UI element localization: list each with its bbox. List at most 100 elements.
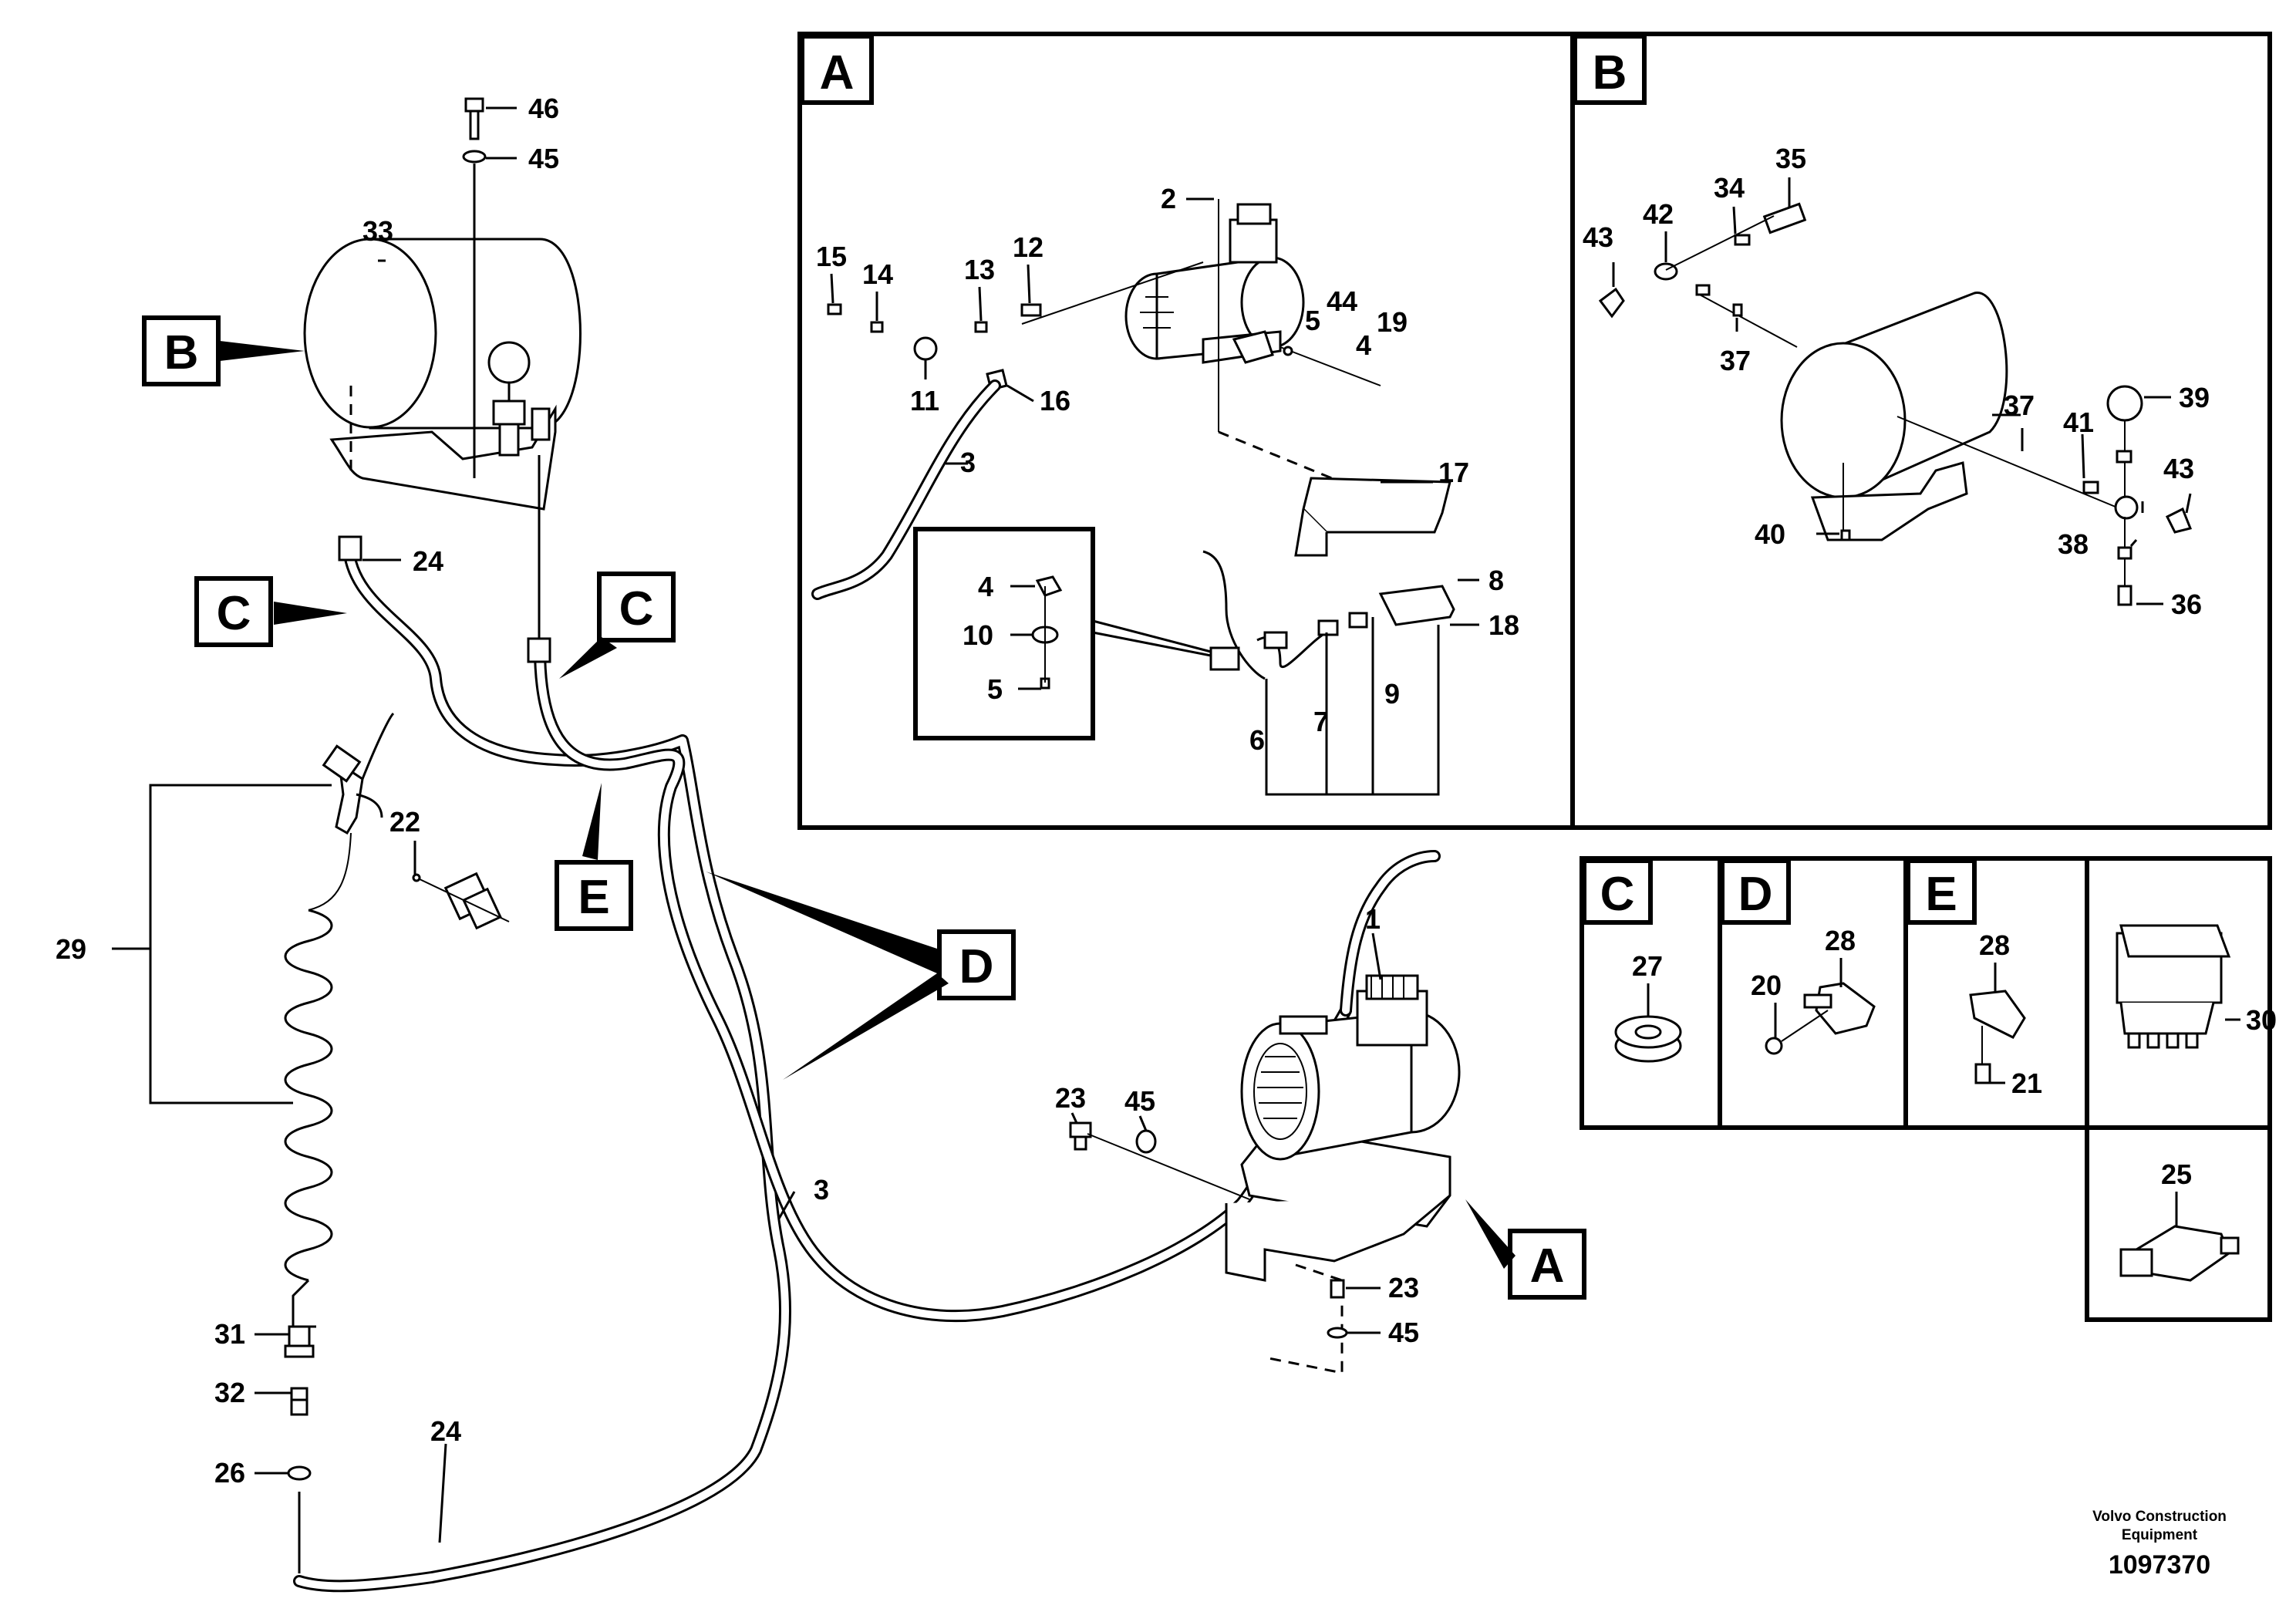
callout-23-lower: 23 [1388,1272,1419,1303]
detail-b-fitting-axis [1696,292,1798,348]
svg-text:B: B [164,326,199,379]
callout-3-main: 3 [814,1174,829,1206]
callout-24-bottom: 24 [430,1415,461,1447]
callout-30: 30 [2246,1004,2277,1036]
clip-28-e [1969,990,2026,1084]
callout-45-top: 45 [528,143,559,174]
detail-frames [797,32,2272,1322]
bolt-23-lower [1330,1279,1345,1299]
clip-28-d [1765,982,1876,1055]
callout-14: 14 [862,258,893,290]
callout-28-d: 28 [1825,925,1856,956]
callout-16: 16 [1040,385,1070,416]
company-name-line1: Volvo Construction [2092,1509,2227,1525]
callout-41: 41 [2063,406,2094,438]
inset-clamp-parts [1031,575,1063,690]
callout-11: 11 [910,385,939,416]
callout-34: 34 [1714,172,1745,204]
detail-a-label: A [800,34,874,105]
washer-26 [287,1465,312,1481]
svg-text:A: A [1530,1239,1565,1293]
relay-box-18 [1378,585,1455,626]
callout-19: 19 [1377,306,1408,338]
callout-35: 35 [1775,143,1806,174]
callout-40: 40 [1755,518,1785,550]
callout-32: 32 [214,1377,245,1408]
company-name-line2: Equipment [2122,1527,2198,1543]
callout-44: 44 [1327,285,1357,317]
svg-text:C: C [619,582,654,636]
detail-a-valve [1232,330,1381,386]
callout-45-lower: 45 [1388,1317,1419,1348]
callout-27: 27 [1632,950,1663,982]
callout-20: 20 [1751,969,1782,1001]
detail-c-label: C [1582,858,1653,925]
callout-37-left: 37 [1720,345,1751,376]
callout-26: 26 [214,1457,245,1489]
callout-4-detail-a: 4 [1356,329,1371,361]
main-c2-label: C [559,572,676,679]
mount-bolt-line [1087,1133,1250,1200]
main-a-label: A [1465,1199,1586,1300]
rocker-switch-30 [2116,924,2231,1049]
callout-28-e: 28 [1979,929,2010,961]
fittings-detail-b [1598,202,2193,606]
air-blow-gun [322,712,395,835]
clip-22 [412,872,510,930]
washer-45-lower [1327,1327,1348,1339]
callout-21: 21 [2011,1067,2042,1099]
svg-text:D: D [1738,868,1773,921]
callout-17: 17 [1438,457,1469,488]
detail-a-fitting-axis [1021,261,1204,325]
washer-45-top [462,150,487,164]
fitting-c-right [527,637,551,663]
main-c1-label: C [194,576,347,647]
svg-text:A: A [820,46,855,99]
washer-45-mid [1135,1129,1157,1154]
callout-3-detail: 3 [960,447,976,478]
detail-e-label: E [1906,858,1977,925]
main-b-label: B [142,315,305,386]
callout-numbers: 46 45 33 24 22 29 31 32 26 24 3 1 23 45 … [56,93,2277,1489]
detail-b-tank [1780,292,2008,541]
callout-24-top: 24 [413,545,443,577]
svg-text:E: E [578,871,609,924]
drawing-number: 1097370 [2109,1550,2210,1580]
callout-42: 42 [1643,198,1674,230]
grommet-27 [1614,1015,1682,1063]
detail-b-label: B [1573,34,1647,105]
callout-46: 46 [528,93,559,124]
callout-36: 36 [2171,588,2202,620]
detail-d-label: D [1720,858,1791,925]
bolt-46 [464,97,484,140]
wiring-harness [1202,550,1368,680]
harness-bracket [1265,617,1440,796]
callout-7: 7 [1313,706,1329,737]
callout-43-left: 43 [1583,221,1613,253]
footer-block: Volvo Construction Equipment 1097370 [2092,1509,2227,1580]
detail-a-compressor [1124,203,1305,364]
callout-29: 29 [56,933,86,965]
main-e-label: E [555,783,633,931]
callout-1: 1 [1365,903,1381,935]
callout-15: 15 [816,241,847,272]
callout-8: 8 [1489,565,1504,596]
callout-22: 22 [389,806,420,838]
callout-18: 18 [1489,609,1519,641]
main-d-label: D [706,872,1016,1080]
quick-coupling-31 [284,1325,315,1358]
inset-pointer [1092,619,1212,657]
callout-38: 38 [2058,528,2089,560]
callout-10: 10 [963,619,993,651]
callout-4-inset: 4 [978,571,993,602]
callout-23-upper: 23 [1055,1082,1086,1114]
callout-45-mid: 45 [1124,1085,1155,1117]
callout-43-right: 43 [2163,453,2194,484]
hose-bracket-29 [112,784,332,1104]
nipple-32 [290,1387,308,1416]
callout-37-right: 37 [2004,389,2035,421]
callout-25: 25 [2161,1158,2192,1190]
bolt-23-upper [1069,1121,1092,1151]
callout-6: 6 [1249,724,1265,756]
